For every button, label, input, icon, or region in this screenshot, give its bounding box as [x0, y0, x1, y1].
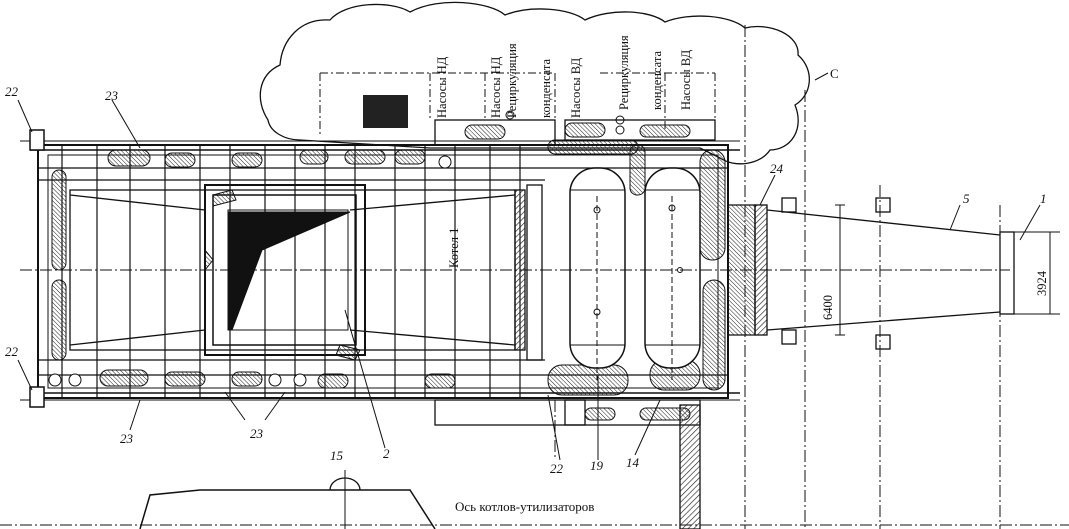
callout-23-top: 23	[105, 88, 119, 103]
pump-circles	[48, 110, 625, 387]
callout-15: 15	[330, 448, 344, 463]
label-recirc-2: Рециркуляция	[617, 35, 631, 110]
callout-19: 19	[590, 458, 604, 473]
callout-2: 2	[383, 446, 390, 461]
callout-22-top: 22	[5, 84, 19, 99]
pump-labels: Насосы НД Насосы НД Рециркуляция конденс…	[435, 35, 693, 118]
callout-24: 24	[770, 161, 784, 176]
dimension-3924: 3924	[1035, 270, 1049, 296]
gas-duct	[728, 197, 1015, 350]
bottom-platform	[139, 119, 716, 529]
callout-5: 5	[963, 191, 970, 206]
dimension-6400: 6400	[821, 295, 835, 320]
callout-14: 14	[626, 455, 640, 470]
callout-22-bottom: 22	[550, 461, 564, 476]
label-recirc-1b: конденсата	[539, 58, 553, 118]
callout-1: 1	[1040, 191, 1047, 206]
callout-23-left: 23	[120, 431, 134, 446]
label-boiler: Котел 1	[447, 228, 461, 268]
callout-22-mid: 22	[5, 344, 19, 359]
axis-lines	[0, 25, 1069, 529]
label-pumps-vd-1: Насосы ВД	[569, 57, 583, 118]
boiler-body	[69, 184, 543, 361]
label-pumps-nd-2: Насосы НД	[489, 56, 503, 118]
equipment-block	[363, 95, 408, 128]
boiler-casing	[204, 184, 366, 361]
label-recirc-2b: конденсата	[650, 50, 664, 110]
label-zone-c: С	[830, 66, 839, 81]
callout-leaders	[17, 72, 1041, 461]
label-pumps-vd-2: Насосы ВД	[679, 49, 693, 110]
pump-leaders	[319, 72, 716, 135]
callout-numbers: 22 22 22 23 23 23 24 5 1 2 19 14 15	[5, 84, 1047, 476]
dimension-lines	[835, 204, 1060, 336]
label-pumps-nd-1: Насосы НД	[435, 56, 449, 118]
callout-23-bottom: 23	[250, 426, 264, 441]
drum-markers	[593, 196, 683, 380]
zone-c-cloud	[259, 1, 810, 165]
label-axis-caption: Ось котлов-утилизаторов	[455, 499, 594, 514]
label-recirc-1: Рециркуляция	[505, 43, 519, 118]
insulation-blobs	[51, 122, 726, 421]
